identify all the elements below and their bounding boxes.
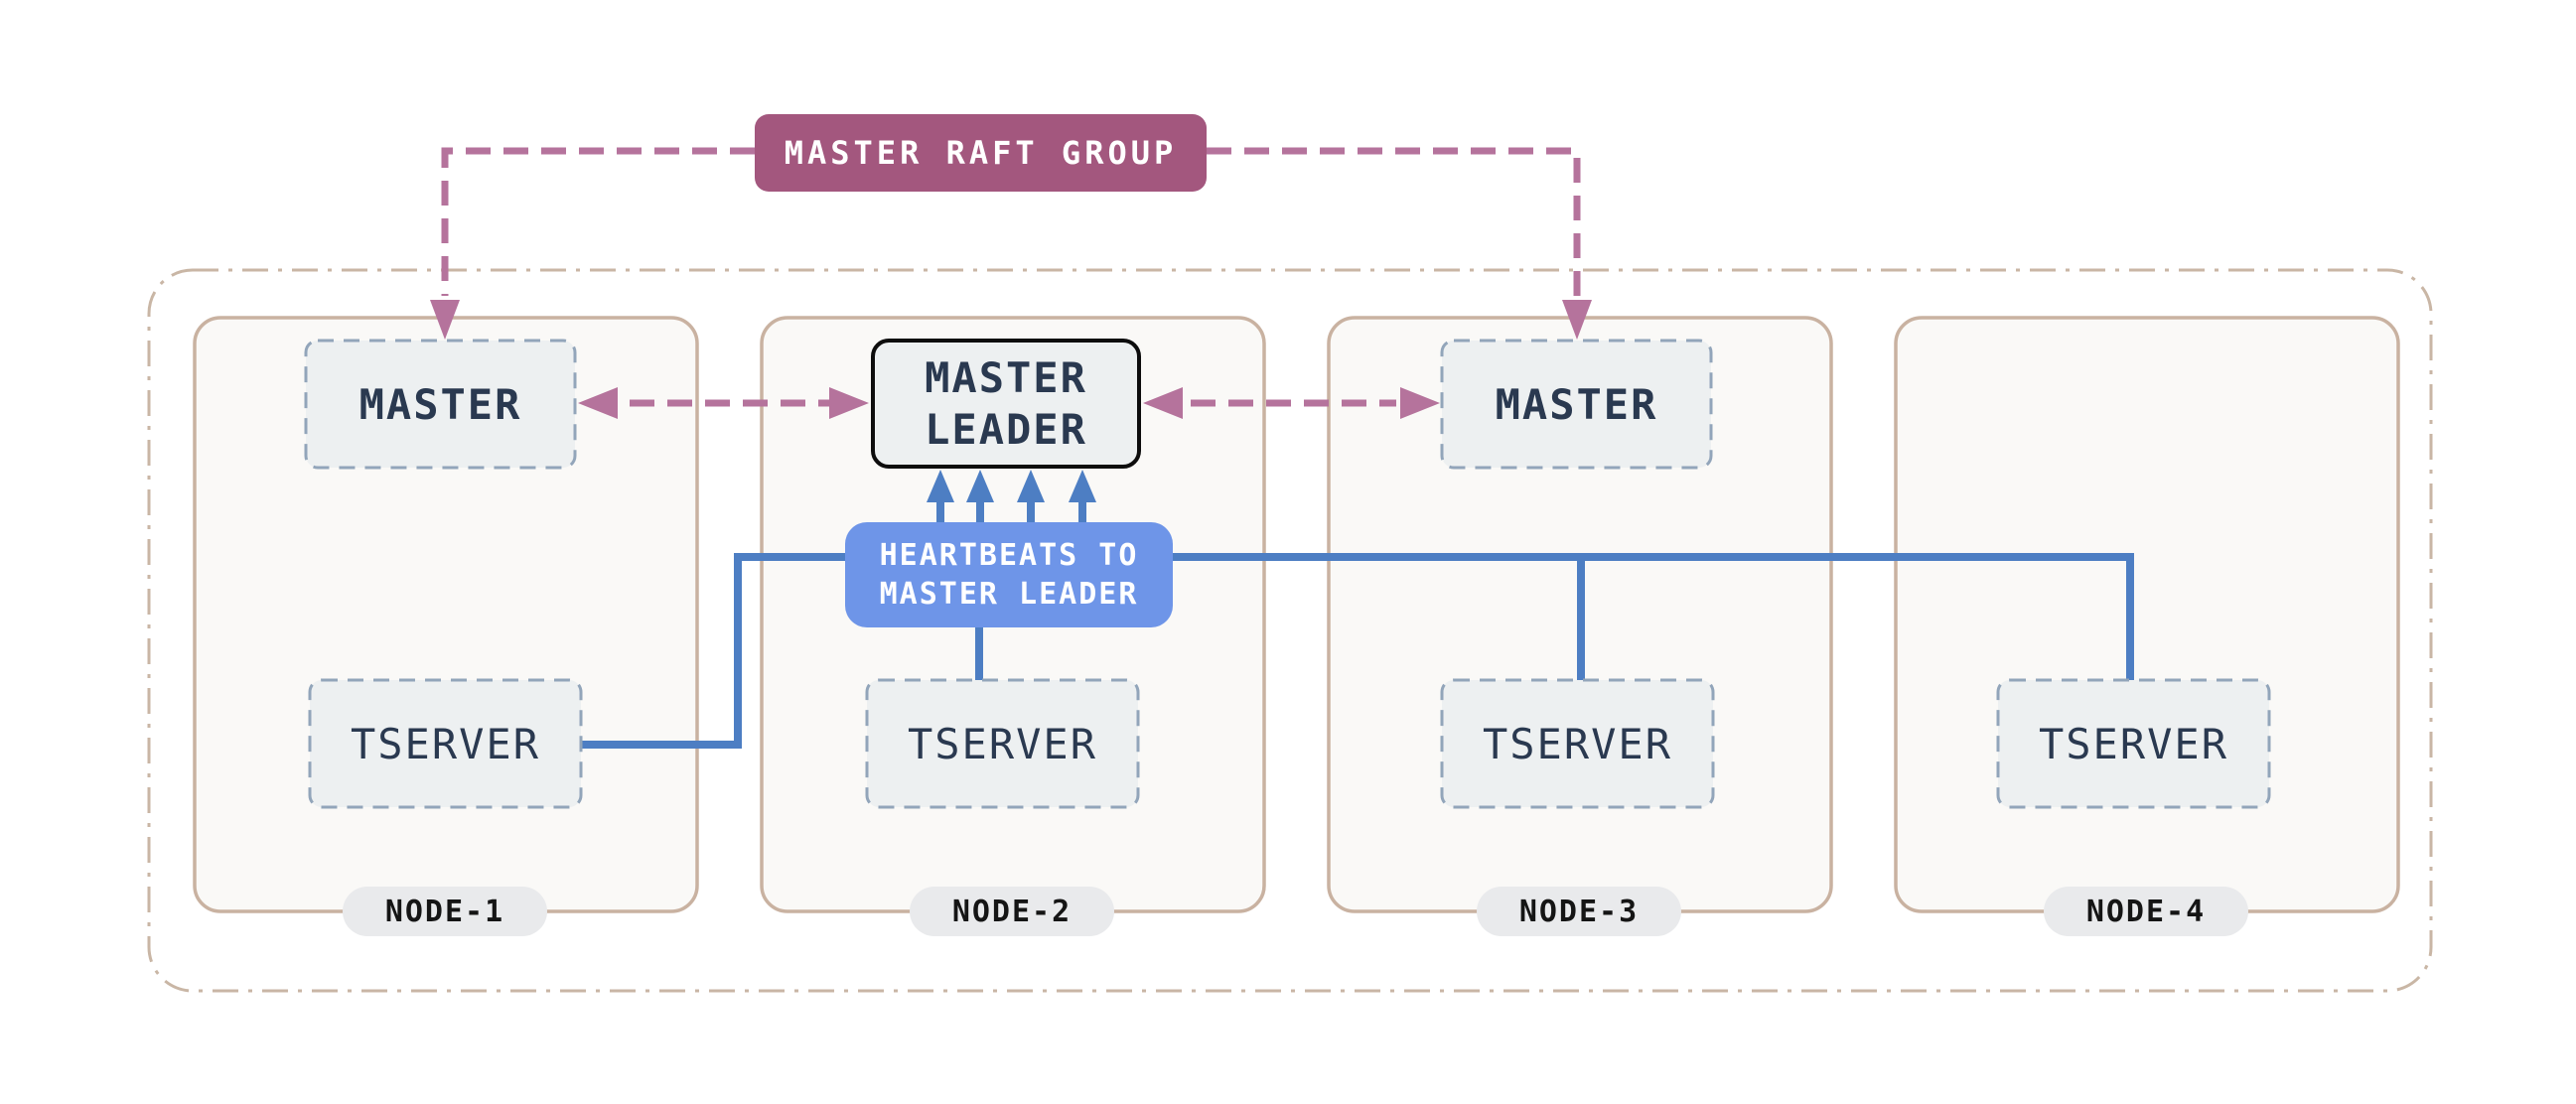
node2-tserver-box xyxy=(865,678,1140,809)
node2-tserver-label: TSERVER xyxy=(907,719,1097,768)
node4-tserver-label-box: TSERVER xyxy=(1998,680,2269,807)
raft-arrow-to-node3-master xyxy=(1207,147,1581,296)
node2-tserver-label-box: TSERVER xyxy=(867,680,1138,807)
heartbeats-callout-line1: HEARTBEATS TO xyxy=(879,538,1139,573)
node2-master-leader-box: MASTER LEADER xyxy=(871,339,1141,469)
node3-tserver-label-box: TSERVER xyxy=(1442,680,1713,807)
heartbeat-lines xyxy=(581,500,2134,749)
node3-tserver-label: TSERVER xyxy=(1482,719,1672,768)
node1-tserver-box xyxy=(308,678,583,809)
heartbeats-callout: HEARTBEATS TO MASTER LEADER xyxy=(845,522,1173,627)
node1-name: NODE-1 xyxy=(384,894,505,929)
node1-master-label-box: MASTER xyxy=(306,341,575,468)
master-raft-group-badge: MASTER RAFT GROUP xyxy=(755,114,1207,192)
node4-name: NODE-4 xyxy=(2085,894,2207,929)
node1-master-box xyxy=(304,339,577,470)
node1-tserver-label-box: TSERVER xyxy=(310,680,581,807)
heartbeat-arrowheads xyxy=(927,470,1096,502)
node3-name-pill: NODE-3 xyxy=(1477,887,1681,936)
node4-tserver-box xyxy=(1996,678,2271,809)
master-raft-group-label: MASTER RAFT GROUP xyxy=(784,134,1178,172)
cluster-boundary xyxy=(147,268,2433,993)
node2-master-leader-label: MASTER LEADER xyxy=(925,352,1087,454)
node2-name: NODE-2 xyxy=(951,894,1073,929)
node1-tserver-label: TSERVER xyxy=(350,719,540,768)
raft-arrows xyxy=(441,147,1581,407)
heartbeats-callout-line2: MASTER LEADER xyxy=(879,577,1139,612)
node3-master-label-box: MASTER xyxy=(1442,341,1711,468)
node3-master-box xyxy=(1440,339,1713,470)
node4-name-pill: NODE-4 xyxy=(2044,887,2248,936)
raft-arrow-to-node1-master xyxy=(441,147,755,296)
node4-tserver-label: TSERVER xyxy=(2038,719,2228,768)
node3-master-label: MASTER xyxy=(1495,379,1658,429)
node2-name-pill: NODE-2 xyxy=(910,887,1114,936)
node1-name-pill: NODE-1 xyxy=(343,887,547,936)
node3-tserver-box xyxy=(1440,678,1715,809)
heartbeat-trunk-line xyxy=(581,553,2134,749)
server-boxes xyxy=(304,339,2271,809)
node3-name: NODE-3 xyxy=(1518,894,1640,929)
node1-master-label: MASTER xyxy=(358,379,522,429)
raft-arrowheads xyxy=(430,300,1592,419)
